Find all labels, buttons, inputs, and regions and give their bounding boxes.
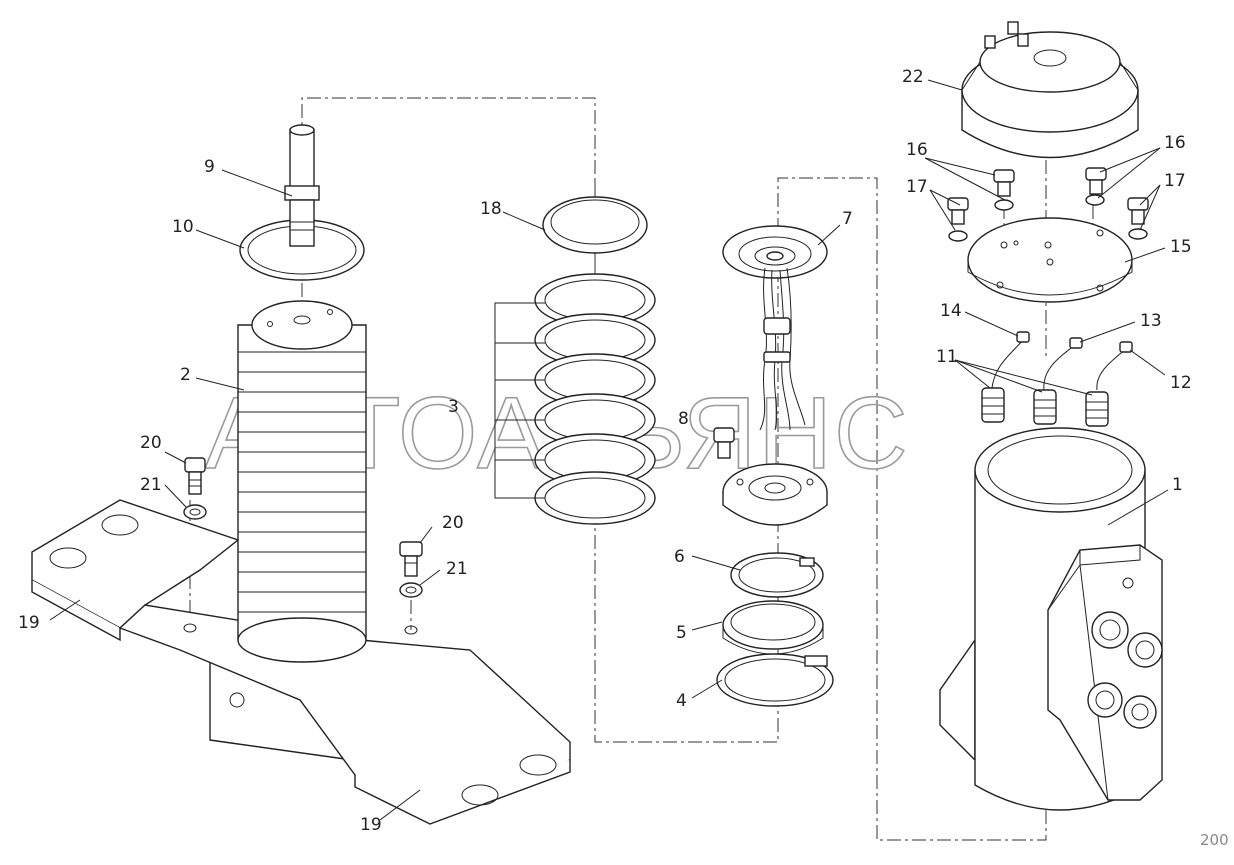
callout-3: 3 xyxy=(448,397,459,417)
callout-17-left: 17 xyxy=(906,177,928,197)
part-12-wire xyxy=(1096,341,1133,391)
callout-19-bottom: 19 xyxy=(360,815,382,835)
part-8-screw xyxy=(713,427,735,459)
callout-21-right: 21 xyxy=(446,559,468,579)
part-4-retainer xyxy=(716,653,834,707)
part-7-disc-with-harness xyxy=(722,225,828,431)
callout-1: 1 xyxy=(1172,475,1183,495)
part-14-wire xyxy=(991,331,1030,389)
part-5-ring xyxy=(722,600,824,655)
callout-10: 10 xyxy=(172,217,194,237)
callout-13: 13 xyxy=(1140,311,1162,331)
callout-2: 2 xyxy=(180,365,191,385)
callout-16-right: 16 xyxy=(1164,133,1186,153)
page-number: 200 xyxy=(1200,831,1229,849)
callout-22: 22 xyxy=(902,67,924,87)
callout-labels: 9 10 2 20 21 19 19 20 21 18 3 7 8 6 5 4 … xyxy=(18,67,1192,835)
callout-9: 9 xyxy=(204,157,215,177)
part-15-plate xyxy=(967,217,1133,303)
part-2-spring-stack xyxy=(237,300,367,663)
part-19-bracket xyxy=(31,499,571,825)
part-6-snap-ring xyxy=(730,552,824,598)
callout-18: 18 xyxy=(480,199,502,219)
terminal-cover xyxy=(722,463,828,526)
callout-21-left: 21 xyxy=(140,475,162,495)
part-17-washers-upper xyxy=(994,194,1105,211)
callout-5: 5 xyxy=(676,623,687,643)
callout-6: 6 xyxy=(674,547,685,567)
callout-16-left: 16 xyxy=(906,140,928,160)
part-9-shaft xyxy=(284,124,320,247)
part-22-cap xyxy=(961,21,1139,159)
part-18-ring xyxy=(542,196,648,254)
callout-8: 8 xyxy=(678,409,689,429)
part-16-screw-right xyxy=(1085,167,1107,195)
part-11-sensors xyxy=(981,387,1109,427)
callout-17-right: 17 xyxy=(1164,171,1186,191)
callout-20-left: 20 xyxy=(140,433,162,453)
callout-19-left: 19 xyxy=(18,613,40,633)
callout-11: 11 xyxy=(936,347,958,367)
callout-15: 15 xyxy=(1170,237,1192,257)
part-1-housing xyxy=(939,427,1163,811)
part-3-ring-set xyxy=(494,273,656,525)
part-17-screw-right xyxy=(1127,197,1149,240)
part-13-wire xyxy=(1043,337,1083,391)
part-21-washer-left xyxy=(183,504,207,520)
callout-20-right: 20 xyxy=(442,513,464,533)
callout-14: 14 xyxy=(940,301,962,321)
callout-7: 7 xyxy=(842,209,853,229)
callout-12: 12 xyxy=(1170,373,1192,393)
leader-lines xyxy=(49,79,1169,821)
part-16-screw-left xyxy=(993,169,1015,197)
callout-4: 4 xyxy=(676,691,687,711)
part-21-washer-right xyxy=(399,582,423,598)
part-20-bolt-right xyxy=(399,541,423,577)
part-20-bolt-left xyxy=(184,457,206,495)
